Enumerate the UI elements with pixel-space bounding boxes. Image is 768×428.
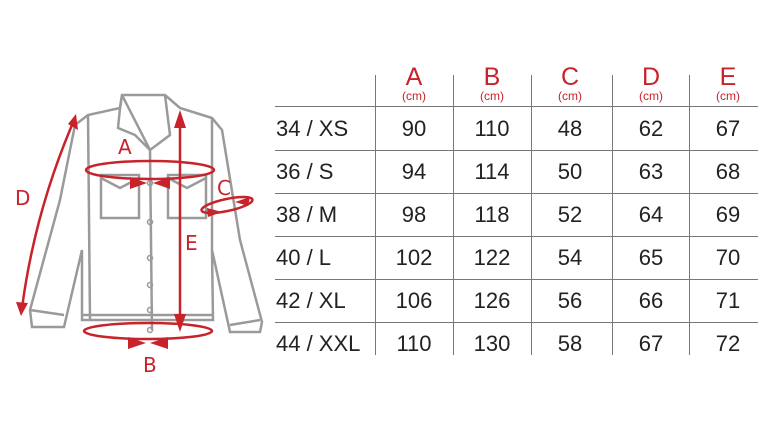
measurement-cell: 50 <box>557 159 583 184</box>
label-e: E <box>185 231 198 255</box>
column-header-b: B(cm) <box>453 64 531 102</box>
buttons <box>146 179 154 334</box>
column-letter: A <box>405 63 423 91</box>
size-label: 40 / L <box>276 245 332 270</box>
table-row: 42 / XL 106 126 56 66 71 <box>272 279 758 322</box>
measurement-cell: 48 <box>557 116 583 141</box>
measurement-cell: 64 <box>638 202 664 227</box>
column-header-c: C(cm) <box>531 64 609 102</box>
measurement-cell: 72 <box>715 331 741 356</box>
measurement-cell: 110 <box>396 331 432 356</box>
size-label: 34 / XS <box>276 116 349 141</box>
label-c: C <box>217 176 231 200</box>
column-unit: (cm) <box>639 89 663 103</box>
table-row: 40 / L 102 122 54 65 70 <box>272 236 758 279</box>
column-unit: (cm) <box>402 89 426 103</box>
size-label: 44 / XXL <box>276 331 361 356</box>
arrowheads <box>16 110 250 349</box>
measurement-cell: 54 <box>557 245 583 270</box>
measurement-cell: 102 <box>395 245 433 270</box>
column-unit: (cm) <box>716 89 740 103</box>
measurement-cell: 90 <box>401 116 427 141</box>
measurement-cell: 63 <box>638 159 664 184</box>
table-row: 44 / XXL 110 130 58 67 72 <box>272 322 758 365</box>
measurement-cell: 56 <box>557 288 583 313</box>
measurement-cell: 58 <box>557 331 583 356</box>
divider <box>275 322 758 323</box>
measurement-cell: 68 <box>715 159 741 184</box>
divider <box>275 193 758 194</box>
measurement-cell: 110 <box>474 116 510 141</box>
table-row: 34 / XS 90 110 48 62 67 <box>272 107 758 150</box>
measurement-cell: 67 <box>638 331 664 356</box>
measurement-cell: 118 <box>474 202 510 227</box>
divider <box>453 75 454 355</box>
column-letter: B <box>483 63 501 91</box>
column-unit: (cm) <box>480 89 504 103</box>
table-row: 38 / M 98 118 52 64 69 <box>272 193 758 236</box>
measurement-cell: 62 <box>638 116 664 141</box>
measurement-cell: 126 <box>473 288 511 313</box>
measurement-cell: 66 <box>638 288 664 313</box>
column-header-a: A(cm) <box>375 64 453 102</box>
measurement-cell: 71 <box>715 288 741 313</box>
label-a: A <box>118 135 132 159</box>
measurement-cell: 69 <box>715 202 741 227</box>
column-letter: E <box>719 63 737 91</box>
column-unit: (cm) <box>558 89 582 103</box>
divider <box>275 279 758 280</box>
column-letter: D <box>641 63 661 91</box>
divider <box>375 75 376 355</box>
column-letter: C <box>560 63 580 91</box>
column-header-e: E(cm) <box>689 64 767 102</box>
measurement-cell: 130 <box>473 331 511 356</box>
measure-lines <box>20 115 254 341</box>
measurement-cell: 106 <box>395 288 433 313</box>
jacket-diagram: A B C D E <box>15 93 264 377</box>
measurement-cell: 70 <box>715 245 741 270</box>
divider <box>275 106 758 107</box>
size-label: 38 / M <box>276 202 338 227</box>
divider <box>275 150 758 151</box>
divider <box>689 75 690 355</box>
divider <box>531 75 532 355</box>
measurement-cell: 67 <box>715 116 741 141</box>
measurement-cell: 122 <box>473 245 511 270</box>
table-row: 36 / S 94 114 50 63 68 <box>272 150 758 193</box>
jacket-outline <box>28 93 264 334</box>
divider <box>275 236 758 237</box>
measurement-cell: 98 <box>401 202 427 227</box>
measurement-cell: 52 <box>557 202 583 227</box>
divider <box>612 75 613 355</box>
measurement-cell: 94 <box>401 159 427 184</box>
measurement-cell: 114 <box>474 159 510 184</box>
label-b: B <box>143 353 157 377</box>
column-header-d: D(cm) <box>612 64 690 102</box>
measurement-cell: 65 <box>638 245 664 270</box>
label-d: D <box>15 186 30 210</box>
size-label: 42 / XL <box>276 288 346 313</box>
size-label: 36 / S <box>276 159 334 184</box>
